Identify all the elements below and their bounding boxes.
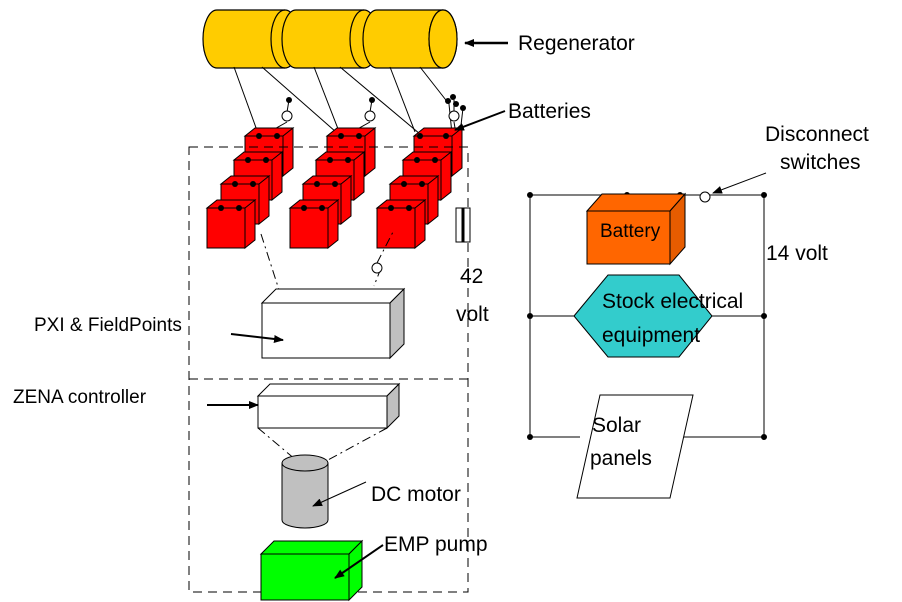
disconnect-switch <box>699 191 711 203</box>
label-zena: ZENA controller <box>13 387 147 408</box>
dc-motor-arrow <box>312 481 367 507</box>
label-dc-motor: DC motor <box>371 483 461 506</box>
label-emp-pump: EMP pump <box>384 533 488 556</box>
emp-pump-arrow <box>334 544 384 579</box>
solar-panels <box>576 394 694 499</box>
label-stock-line1: Stock electrical <box>602 290 743 313</box>
label-stock-line2: equipment <box>602 324 700 347</box>
regenerator-wiring <box>233 66 464 137</box>
fuse <box>455 207 471 243</box>
wiring-switches <box>281 110 460 122</box>
disconnect-arrow <box>712 172 767 194</box>
label-14-volt: 14 volt <box>766 242 828 265</box>
label-solar-line2: panels <box>590 447 652 470</box>
label-volt: volt <box>456 303 489 326</box>
label-batteries: Batteries <box>508 100 591 123</box>
emp-pump-box <box>259 539 364 602</box>
batteries-arrow <box>454 110 506 131</box>
label-solar-line1: Solar <box>592 414 641 437</box>
label-disconnect-line2: switches <box>780 151 861 174</box>
battery-stacks <box>205 126 464 250</box>
battery-stack-2 <box>288 126 377 250</box>
label-disconnect-line1: Disconnect <box>765 123 869 146</box>
battery-stack-3 <box>375 126 464 250</box>
regenerator <box>202 9 458 69</box>
signal-switch <box>371 262 383 274</box>
label-regenerator: Regenerator <box>518 32 635 55</box>
label-42: 42 <box>460 265 483 288</box>
dc-motor <box>281 454 329 529</box>
battery-terminals <box>218 133 449 211</box>
label-battery: Battery <box>600 221 661 242</box>
wiring-nodes <box>286 94 466 111</box>
pxi-arrow <box>230 333 284 343</box>
battery-14v <box>585 192 687 266</box>
zena-box <box>256 382 401 430</box>
pxi-box <box>260 287 406 360</box>
battery-stack-1 <box>205 126 295 250</box>
label-pxi: PXI & FieldPoints <box>34 315 182 336</box>
stock-equipment <box>573 274 713 358</box>
